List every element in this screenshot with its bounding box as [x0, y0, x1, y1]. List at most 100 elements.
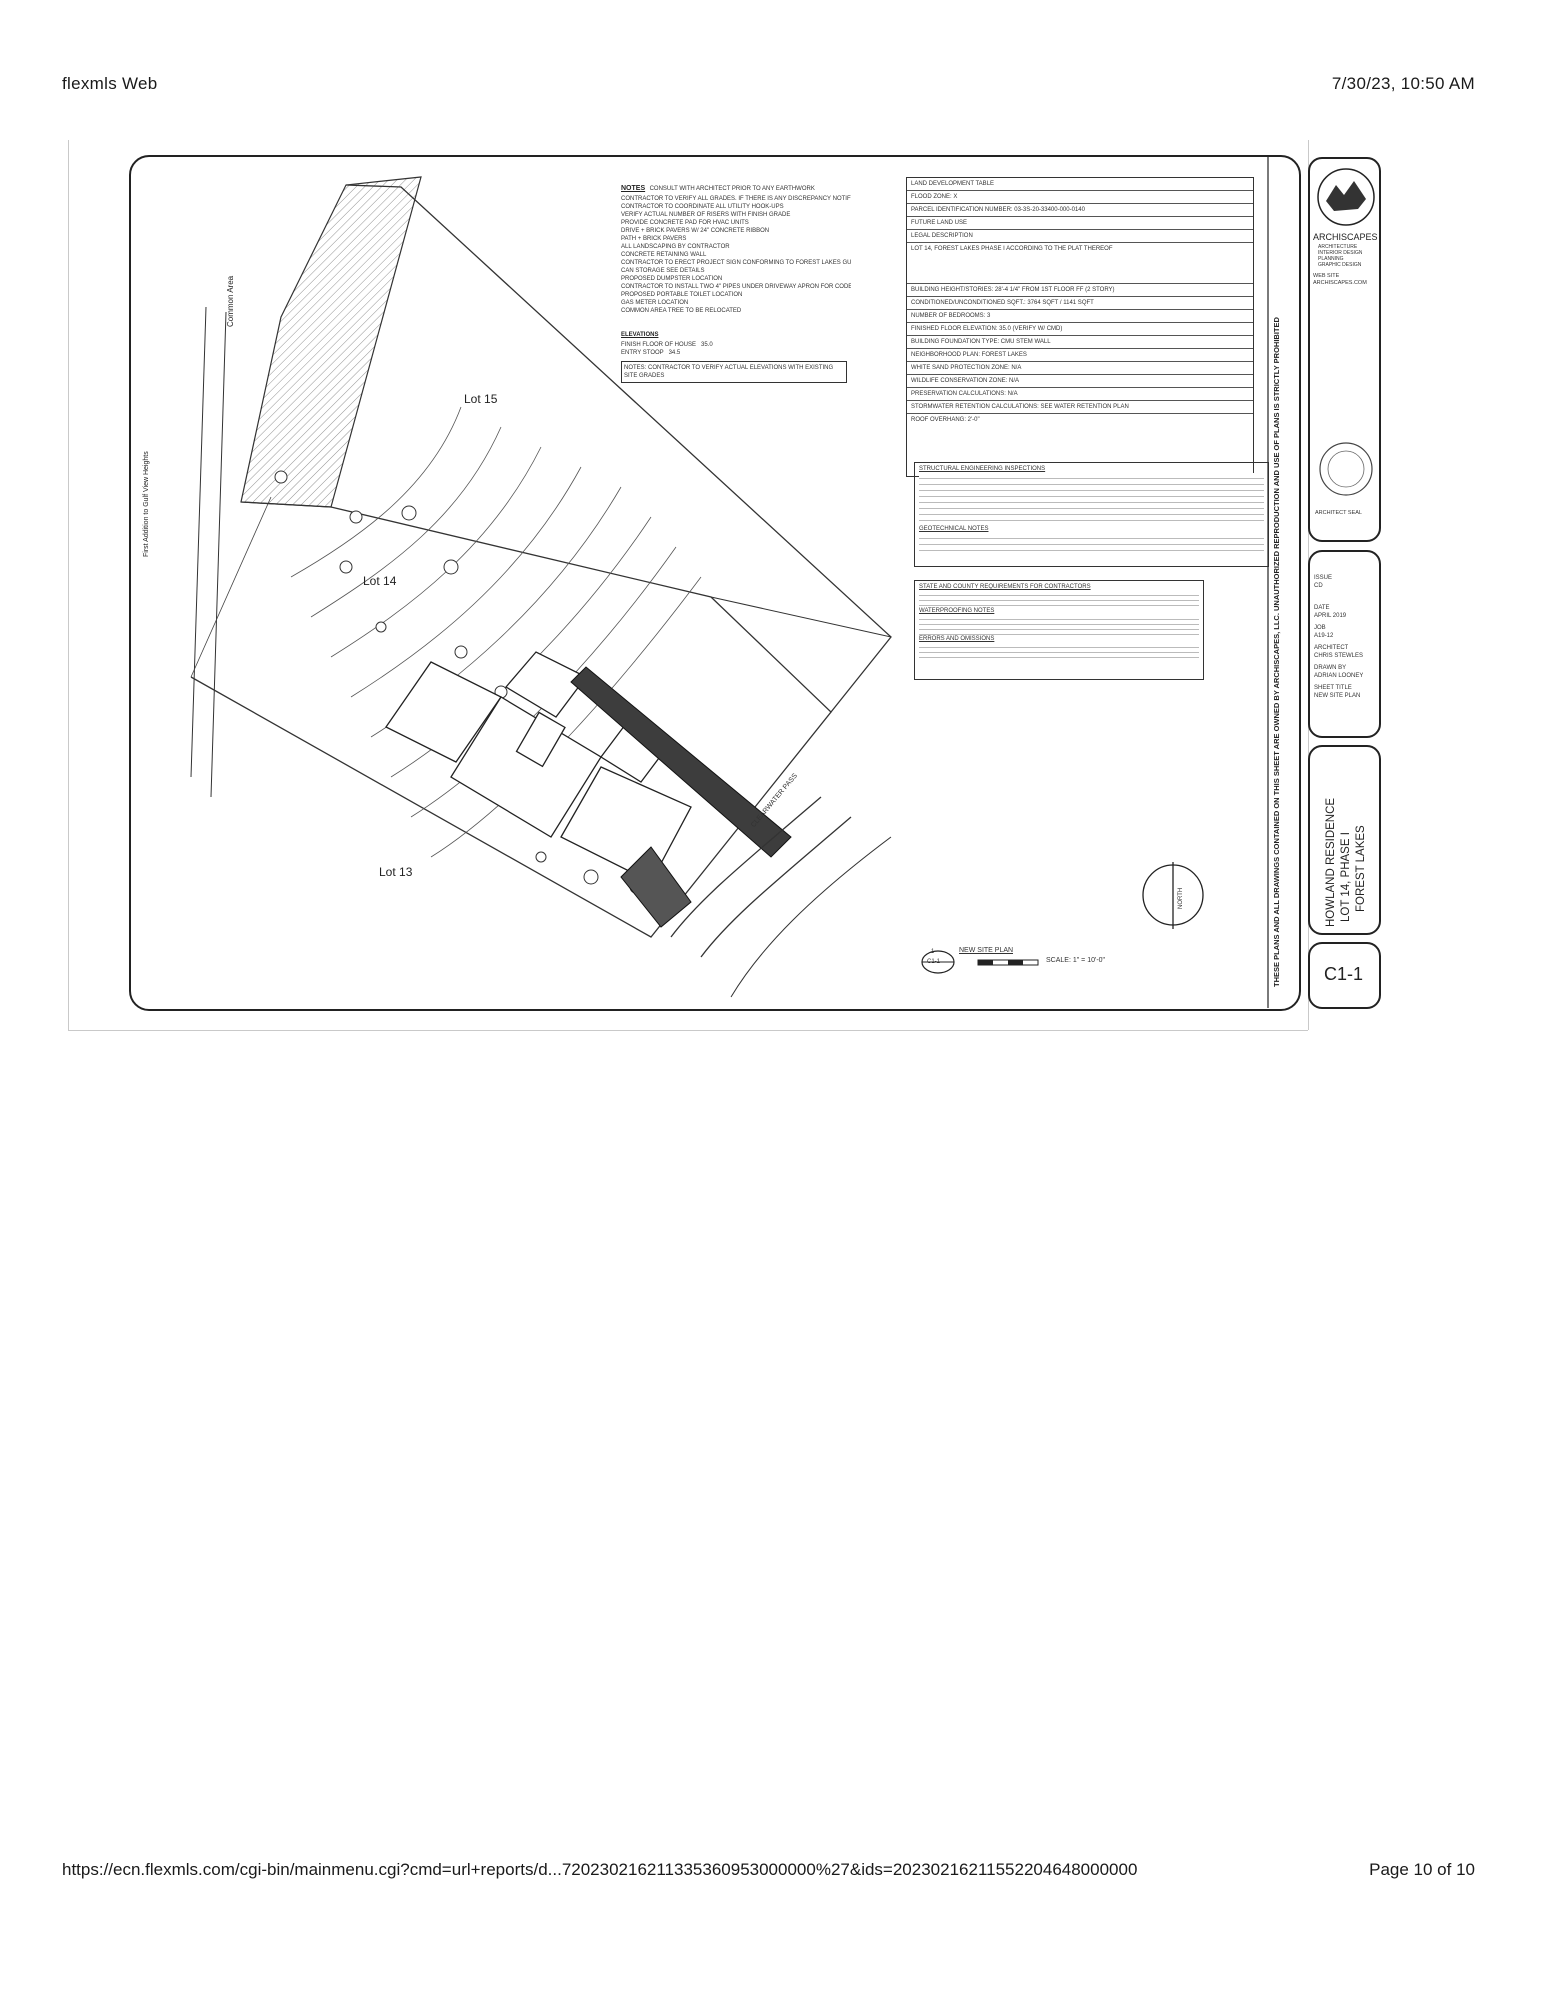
scale-text: SCALE: 1" = 10'-0" [1046, 957, 1106, 964]
table-row: CONDITIONED/UNCONDITIONED SQFT.: 3764 SQ… [907, 297, 1253, 310]
table-row: BUILDING HEIGHT/STORIES: 28'-4 1/4" FROM… [907, 284, 1253, 297]
note-item: PROPOSED PORTABLE TOILET LOCATION [621, 292, 743, 298]
contractor-requirements-box: STATE AND COUNTY REQUIREMENTS FOR CONTRA… [914, 580, 1204, 680]
structural-text-lines [919, 473, 1264, 521]
table-row: PRESERVATION CALCULATIONS: N/A [907, 388, 1253, 401]
architect-seal-icon [1319, 442, 1373, 496]
table-row: WILDLIFE CONSERVATION ZONE: N/A [907, 375, 1253, 388]
title-block-project: HOWLAND RESIDENCE LOT 14, PHASE I FOREST… [1308, 745, 1381, 935]
plan-num: 1 [931, 949, 935, 955]
structural-notes-box: STRUCTURAL ENGINEERING INSPECTIONS GEOTE… [914, 462, 1269, 567]
note-item: ALL LANDSCAPING BY CONTRACTOR [621, 244, 730, 250]
firm-service-line: GRAPHIC DESIGN [1318, 262, 1362, 268]
date-value: APRIL 2019 [1314, 613, 1347, 619]
note-item: GAS METER LOCATION [621, 300, 689, 306]
note-item: CAN STORAGE SEE DETAILS [621, 268, 705, 274]
elevation-value: 34.5 [668, 350, 681, 356]
note-item: DRIVE + BRICK PAVERS W/ 24" CONCRETE RIB… [621, 228, 770, 234]
table-row: STORMWATER RETENTION CALCULATIONS: SEE W… [907, 401, 1253, 414]
table-row: ROOF OVERHANG: 2'-0" [911, 417, 980, 423]
lot-14-boundary [190, 501, 832, 938]
sheet-title-value: NEW SITE PLAN [1314, 693, 1361, 699]
geotech-text-lines [919, 533, 1264, 551]
web-value: ARCHISCAPES.COM [1313, 280, 1367, 286]
plan-ref: C1-1 [927, 959, 941, 965]
north-label: NORTH [1178, 887, 1184, 909]
elevation-label: ENTRY STOOP [621, 350, 664, 356]
table-row: FLOOD ZONE: X [907, 191, 1253, 204]
title-block-issue-info: ISSUE CD DATE APRIL 2019 JOB A19-12 ARCH… [1308, 550, 1381, 738]
note-item: CONCRETE RETAINING WALL [621, 252, 707, 258]
date-label: DATE [1314, 605, 1330, 611]
title-block-firm: ARCHISCAPES ARCHITECTURE INTERIOR DESIGN… [1308, 157, 1381, 542]
title-block-sheet-number: C1-1 [1308, 942, 1381, 1009]
note-item: COMMON AREA TREE TO BE RELOCATED [621, 308, 742, 314]
drawn-label: DRAWN BY [1314, 665, 1347, 671]
note-item: PATH + BRICK PAVERS [621, 236, 687, 242]
site-plan-drawing [190, 157, 1269, 1008]
job-value: A19-12 [1314, 633, 1334, 639]
table-row: FUTURE LAND USE [907, 217, 1253, 230]
state-title: STATE AND COUNTY REQUIREMENTS FOR CONTRA… [919, 584, 1091, 590]
architect-seal-label: ARCHITECT SEAL [1315, 510, 1362, 516]
state-text-lines [919, 591, 1199, 607]
note-item: CONTRACTOR TO INSTALL TWO 4" PIPES UNDER… [621, 284, 851, 290]
driveway-pavers [570, 666, 792, 858]
table-title: LAND DEVELOPMENT TABLE [907, 178, 1253, 191]
issue-label: ISSUE [1314, 575, 1333, 581]
notes-title: NOTES [621, 185, 646, 192]
note-item: CONTRACTOR TO COORDINATE ALL UTILITY HOO… [621, 204, 784, 210]
table-row: NUMBER OF BEDROOMS: 3 [907, 310, 1253, 323]
note-item: CONTRACTOR TO ERECT PROJECT SIGN CONFORM… [621, 260, 851, 266]
table-row: NEIGHBORHOOD PLAN: FOREST LAKES [907, 349, 1253, 362]
firm-service-line: INTERIOR DESIGN [1318, 250, 1363, 256]
table-row: LEGAL DESCRIPTION [907, 230, 1253, 243]
elevation-note: NOTES: CONTRACTOR TO VERIFY ACTUAL ELEVA… [621, 361, 847, 383]
notes-subtitle: CONSULT WITH ARCHITECT PRIOR TO ANY EART… [649, 186, 815, 192]
common-area-label: Common Area [226, 275, 235, 327]
note-item: PROVIDE CONCRETE PAD FOR HVAC UNITS [621, 220, 749, 226]
note-item: VERIFY ACTUAL NUMBER OF RISERS WITH FINI… [621, 212, 791, 218]
table-row: WHITE SAND PROTECTION ZONE: N/A [907, 362, 1253, 375]
lot-13-label: Lot 13 [379, 865, 413, 879]
web-label: WEB SITE [1313, 273, 1340, 279]
sheet-title-label: SHEET TITLE [1314, 685, 1352, 691]
house-footprint [385, 651, 692, 883]
project-name: HOWLAND RESIDENCE [1325, 797, 1337, 927]
waterproof-text-lines [919, 615, 1199, 635]
architect-label: ARCHITECT [1314, 645, 1349, 651]
elevation-value: 35.0 [701, 342, 713, 348]
print-footer-url[interactable]: https://ecn.flexmls.com/cgi-bin/mainmenu… [62, 1860, 1138, 1879]
firm-name: ARCHISCAPES [1313, 232, 1378, 242]
table-row: FINISHED FLOOR ELEVATION: 35.0 (VERIFY W… [907, 323, 1253, 336]
errors-title: ERRORS AND OMISSIONS [919, 636, 995, 642]
land-development-table: LAND DEVELOPMENT TABLE FLOOD ZONE: X PAR… [906, 177, 1254, 477]
lot-15-label: Lot 15 [464, 392, 498, 406]
elevation-label: FINISH FLOOR OF HOUSE [621, 342, 697, 348]
site-notes: NOTES CONSULT WITH ARCHITECT PRIOR TO AN… [621, 177, 851, 383]
errors-text-lines [919, 643, 1199, 659]
elevations-title: ELEVATIONS [621, 332, 659, 338]
print-header-app-name: flexmls Web [62, 74, 158, 93]
firm-logo-icon [1317, 168, 1375, 226]
sheet-number: C1-1 [1324, 964, 1364, 984]
drawing-sheet: Lot 15 Lot 14 Lot 13 Common Area First A… [129, 155, 1301, 1011]
table-row: PARCEL IDENTIFICATION NUMBER: 03-3S-20-3… [907, 204, 1253, 217]
project-lot: LOT 14, PHASE I [1340, 832, 1352, 922]
waterproof-title: WATERPROOFING NOTES [919, 608, 995, 614]
table-row: LOT 14, FOREST LAKES PHASE I ACCORDING T… [907, 243, 1253, 284]
architect-value: CHRIS STEWLES [1314, 653, 1364, 659]
structural-title: STRUCTURAL ENGINEERING INSPECTIONS [919, 466, 1046, 472]
common-area-hatch [240, 176, 422, 508]
lot-15-boundary [345, 184, 892, 713]
table-row: BUILDING FOUNDATION TYPE: CMU STEM WALL [907, 336, 1253, 349]
geotech-title: GEOTECHNICAL NOTES [919, 526, 989, 532]
lot-14-label: Lot 14 [363, 574, 397, 588]
note-item: CONTRACTOR TO VERIFY ALL GRADES. IF THER… [621, 196, 851, 202]
scan-edge-left [68, 140, 69, 1030]
firm-service-line: PLANNING [1318, 256, 1344, 262]
road-line-1 [190, 306, 207, 778]
print-footer-page: Page 10 of 10 [1369, 1860, 1475, 1879]
drawn-value: ADRIAN LOONEY [1314, 673, 1364, 679]
job-label: JOB [1314, 625, 1326, 631]
